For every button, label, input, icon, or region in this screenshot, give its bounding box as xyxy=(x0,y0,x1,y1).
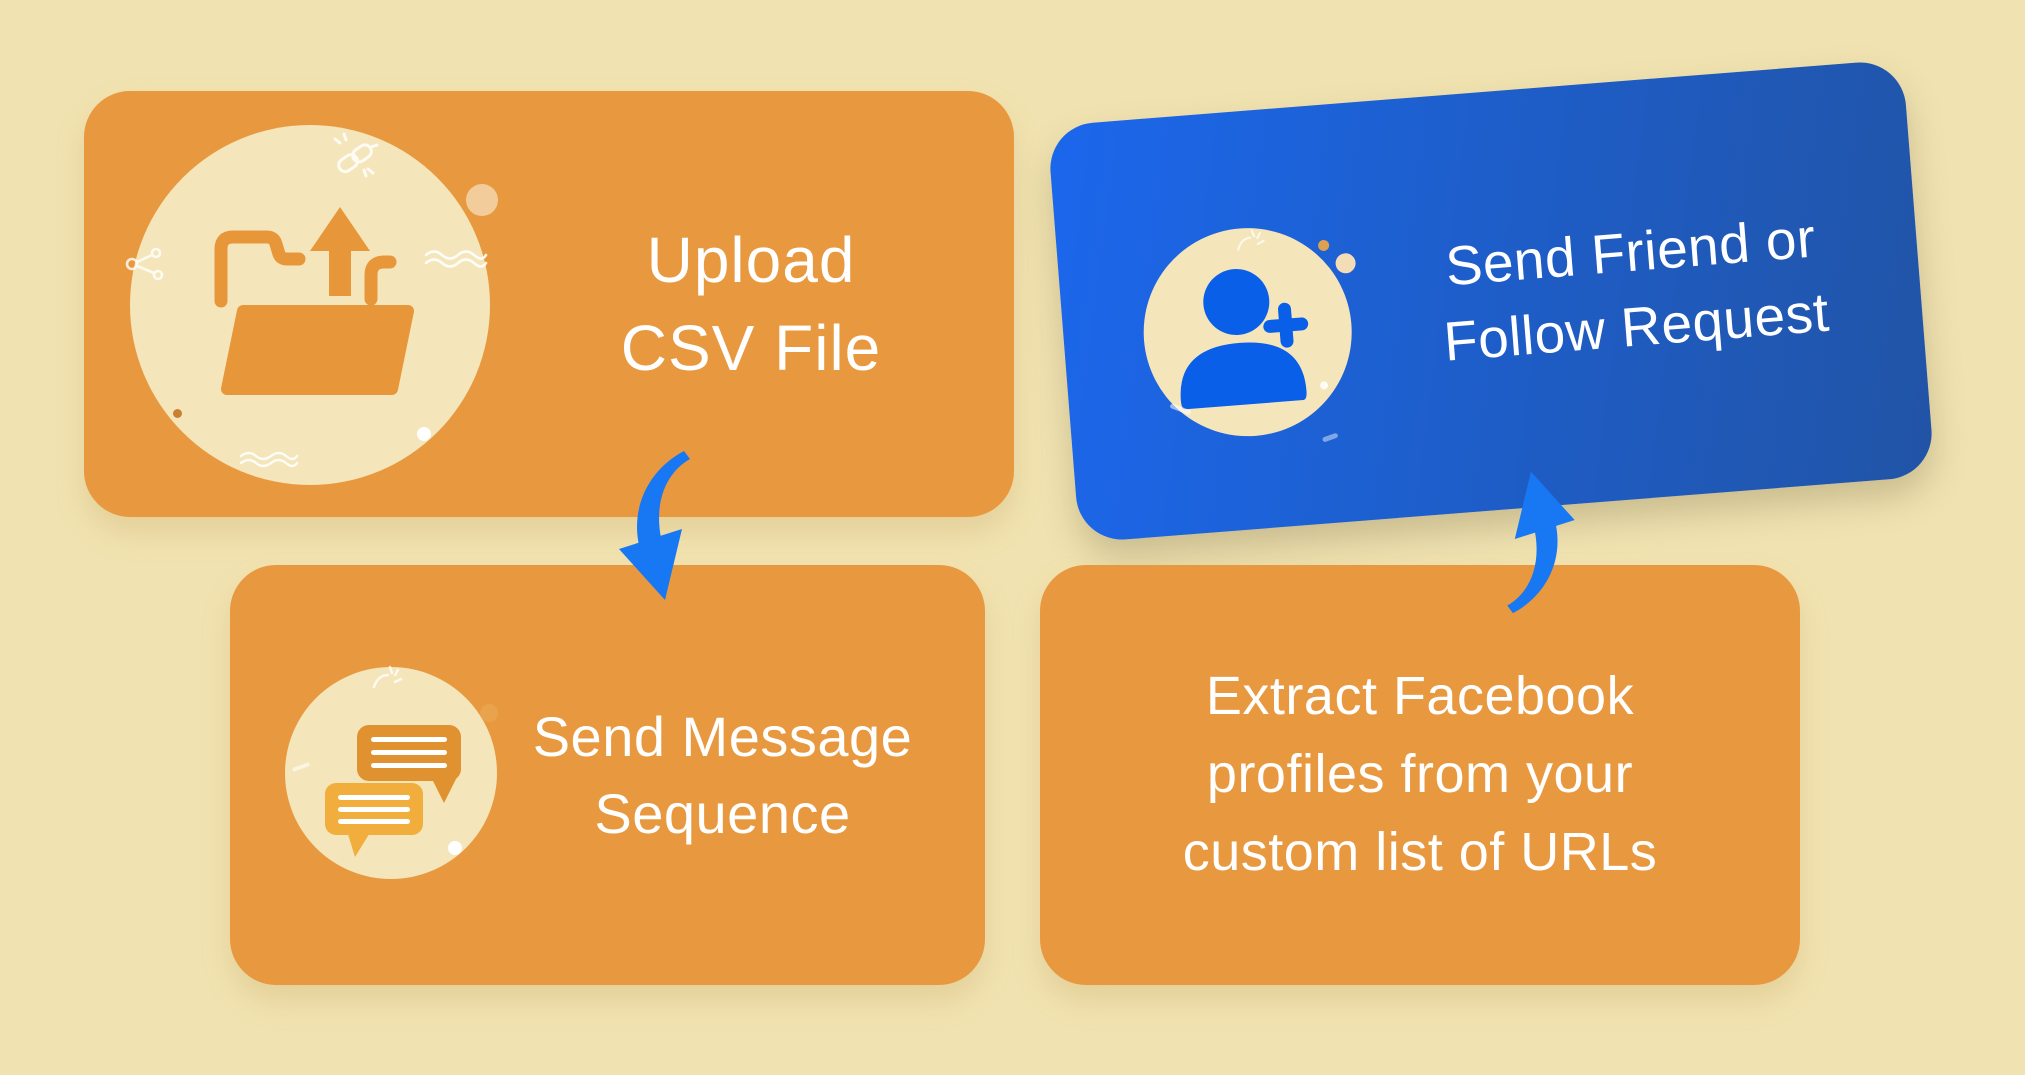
wave-doodle xyxy=(239,451,299,468)
molecule-doodle xyxy=(125,247,164,281)
white-dot xyxy=(417,427,431,441)
sparkle-doodle xyxy=(1237,229,1265,251)
person-add-icon xyxy=(1180,268,1309,410)
card-upload-csv: Upload CSV File xyxy=(84,91,1014,517)
chain-link-doodle xyxy=(333,132,379,178)
card-send-message-sequence: Send Message Sequence xyxy=(230,565,985,985)
title-line: Sequence xyxy=(594,782,851,845)
orange-dot xyxy=(173,409,182,418)
folder-upload-icon xyxy=(214,207,414,395)
title-line: Extract Facebook xyxy=(1205,666,1635,727)
peach-dot xyxy=(466,184,498,216)
title-line: CSV File xyxy=(620,312,882,384)
title-line: custom list of URLs xyxy=(1182,821,1658,882)
title-line: Upload xyxy=(646,223,856,296)
title-line: Send Message xyxy=(532,704,913,768)
curved-arrow-up-icon xyxy=(1507,471,1575,614)
card-title-send-friend: Send Friend or Follow Request xyxy=(1356,61,1911,519)
orange-dot xyxy=(480,704,498,722)
card-title-upload-csv: Upload CSV File xyxy=(504,91,998,517)
sparkle-doodle xyxy=(372,665,403,689)
card-title-send-message: Send Message Sequence xyxy=(470,565,975,985)
card-title-extract-profiles: Extract Facebook profiles from your cust… xyxy=(1064,565,1776,985)
peach-dot xyxy=(1334,252,1357,275)
card-send-friend-follow: Send Friend or Follow Request xyxy=(1046,58,1936,544)
curved-arrow-down-icon xyxy=(619,451,690,600)
chat-bubbles-icon xyxy=(325,725,461,857)
white-dot xyxy=(448,841,462,855)
title-line: profiles from your xyxy=(1206,744,1634,805)
white-speck xyxy=(1321,432,1339,443)
wave-doodle xyxy=(424,250,488,268)
card-extract-facebook-profiles: Extract Facebook profiles from your cust… xyxy=(1040,565,1800,985)
